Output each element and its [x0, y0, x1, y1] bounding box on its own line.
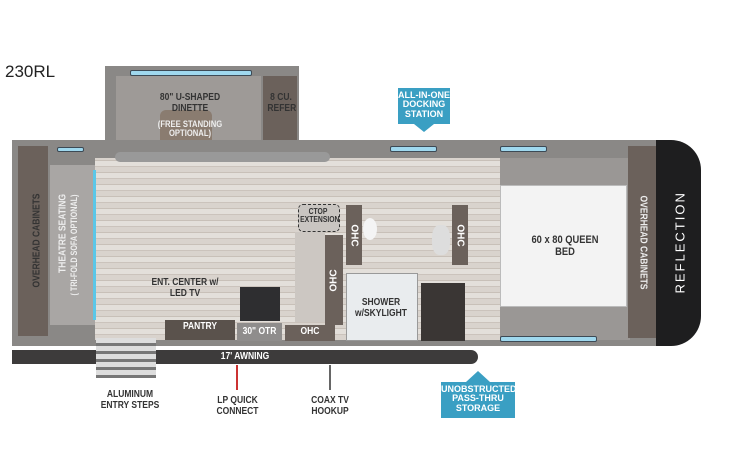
- lp-callout: LP QUICK CONNECT: [216, 395, 259, 417]
- ohc-bath-2: [452, 205, 468, 265]
- window: [500, 146, 547, 152]
- ent-center-label: ENT. CENTER w/ LED TV: [151, 277, 219, 299]
- queen-bed: [500, 185, 627, 307]
- ohc-label: OHC: [348, 224, 360, 247]
- wardrobe: [421, 283, 465, 341]
- overhead-cabinets-right-label: OVERHEAD CABINETS: [637, 195, 649, 290]
- toilet: [363, 218, 377, 240]
- pantry-label: PANTRY: [183, 321, 217, 332]
- lp-line: [236, 365, 238, 390]
- docking-callout: ALL-IN-ONE DOCKING STATION: [398, 88, 450, 124]
- kitchen-counter: [295, 232, 325, 322]
- theatre-seating-label: THEATRE SEATING: [57, 193, 69, 274]
- brand-logo: REFLECTION: [672, 191, 688, 294]
- storage-callout-arrow: [466, 371, 490, 382]
- shower-label: SHOWER w/SKYLIGHT: [355, 297, 407, 319]
- otr: [237, 323, 282, 341]
- entry-steps: [96, 338, 156, 378]
- steps-callout: ALUMINUM ENTRY STEPS: [100, 389, 160, 411]
- coax-line: [329, 365, 331, 390]
- overhead-cabinets-right: [628, 146, 656, 338]
- overhead-cabinets-left: [18, 146, 48, 336]
- ohc-label: OHC: [300, 326, 320, 337]
- ohc-label: OHC: [328, 269, 340, 292]
- window: [130, 70, 252, 76]
- window: [390, 146, 437, 152]
- window: [500, 336, 597, 342]
- dinette-label: 80" U-SHAPED DINETTE: [159, 92, 221, 114]
- refrigerator: [263, 76, 297, 151]
- model-name: 230RL: [5, 62, 56, 81]
- docking-callout-arrow: [414, 124, 434, 132]
- overhead-cabinets-left-label: OVERHEAD CABINETS: [31, 193, 43, 288]
- front-cap: [656, 140, 701, 346]
- storage-callout: UNOBSTRUCTED PASS-THRU STORAGE: [441, 382, 517, 418]
- awning-label: 17' AWNING: [220, 351, 270, 362]
- ctop-label: CTOP EXTENSION: [300, 207, 340, 225]
- window: [57, 147, 84, 152]
- ohc-label: OHC: [454, 224, 466, 247]
- sink: [432, 225, 450, 255]
- ohc-bath: [346, 205, 362, 265]
- bed-label: 60 x 80 QUEEN BED: [531, 234, 599, 258]
- slide-floor: [115, 152, 330, 162]
- otr-label: 30" OTR: [242, 326, 277, 337]
- theatre-seating: [50, 165, 95, 325]
- refer-label: 8 CU. REFER: [267, 92, 297, 114]
- ohc-kitchen: [325, 235, 343, 325]
- theatre-seating-note: ( TRI-FOLD SOFA OPTIONAL): [69, 194, 79, 296]
- coax-callout: COAX TV HOOKUP: [311, 395, 349, 417]
- pantry: [165, 320, 235, 340]
- ctop-extension: [298, 204, 340, 232]
- range: [240, 287, 280, 321]
- dinette-note: (FREE STANDING OPTIONAL): [157, 119, 223, 139]
- led-strip: [93, 170, 96, 320]
- shower: [346, 273, 418, 341]
- ohc-entry: [285, 325, 335, 341]
